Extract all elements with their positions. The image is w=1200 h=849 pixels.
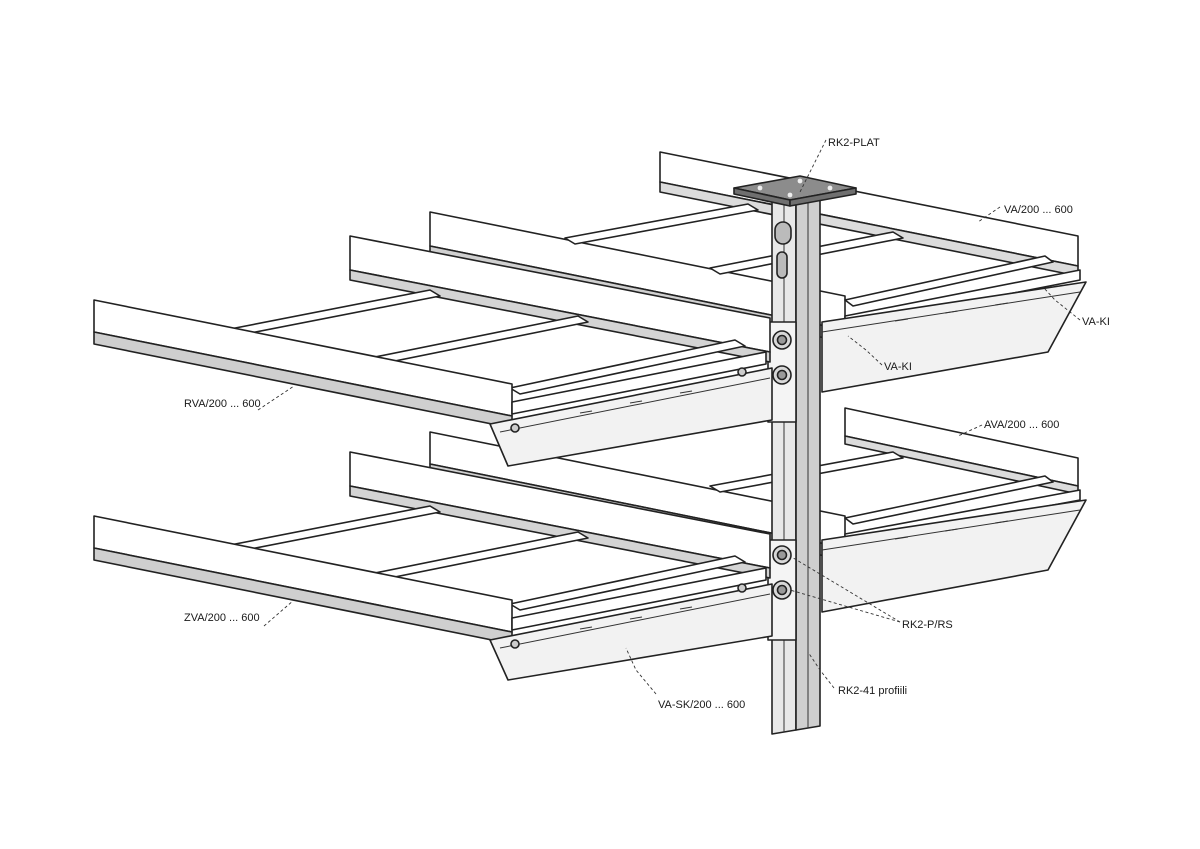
tray-top-front bbox=[93, 235, 771, 429]
label-zva-tray: ZVA/200 ... 600 bbox=[184, 612, 260, 624]
rk2-plat-plate bbox=[733, 175, 857, 279]
label-rk2-plat: RK2-PLAT bbox=[828, 137, 880, 149]
tray-bottom-front bbox=[93, 451, 771, 645]
label-va-tray: VA/200 ... 600 bbox=[1004, 204, 1073, 216]
bracket-bottom-front bbox=[489, 583, 773, 681]
label-rk2-41-profile: RK2-41 profiili bbox=[838, 685, 907, 697]
label-rk2-p-rs: RK2-P/RS bbox=[902, 619, 953, 631]
label-rva-tray: RVA/200 ... 600 bbox=[184, 398, 261, 410]
leader-lines bbox=[257, 139, 1081, 695]
bracket-top-back bbox=[821, 281, 1087, 393]
bracket-top-front bbox=[489, 367, 773, 467]
label-va-ki-center: VA-KI bbox=[884, 361, 912, 373]
bracket-bottom-back bbox=[821, 499, 1087, 613]
label-va-ki-right: VA-KI bbox=[1082, 316, 1110, 328]
label-ava-tray: AVA/200 ... 600 bbox=[984, 419, 1059, 431]
label-va-sk-bracket: VA-SK/200 ... 600 bbox=[658, 699, 745, 711]
